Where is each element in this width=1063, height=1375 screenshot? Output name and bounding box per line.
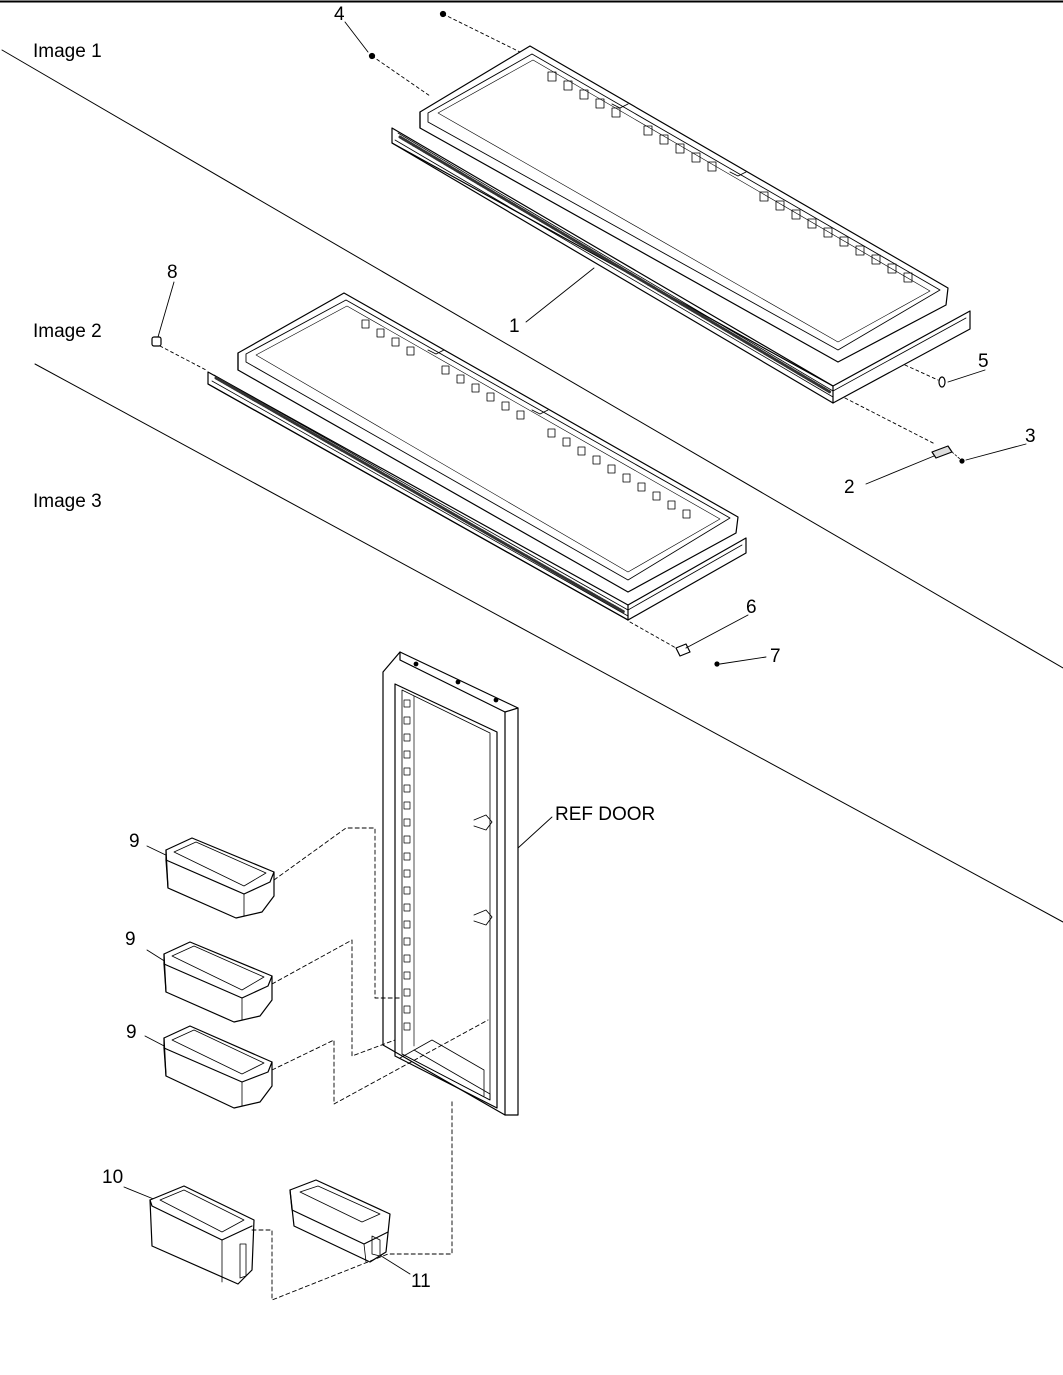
- section-label-image-1: Image 1: [33, 41, 102, 62]
- ref-door-label: REF DOOR: [555, 804, 656, 825]
- callout-3: 3: [1025, 426, 1036, 447]
- shelf-1: [391, 45, 971, 404]
- part-2-bracket: [931, 445, 953, 459]
- callout-8: 8: [167, 262, 178, 283]
- part-7-screw: [714, 661, 720, 667]
- part-3-screw: [959, 458, 965, 464]
- shelf-2: [207, 292, 747, 621]
- callout-2: 2: [844, 477, 855, 498]
- door-bin-10: [149, 1185, 255, 1285]
- section-divider-2: [34, 363, 1063, 923]
- section-divider-1: [1, 49, 1063, 669]
- section-label-image-2: Image 2: [33, 321, 102, 342]
- shelf-2-rail-holes: [361, 319, 691, 519]
- callout-5: 5: [978, 351, 989, 372]
- callout-10: 10: [102, 1167, 124, 1188]
- callout-leaders: [123, 21, 1027, 1275]
- assembly-lines: [251, 827, 489, 1301]
- door-bin-11: [289, 1179, 391, 1263]
- section-label-image-3: Image 3: [33, 491, 102, 512]
- part-8-bumper: [151, 336, 162, 347]
- part-5-pin: [938, 376, 946, 388]
- shelf-1-rail-holes: [547, 71, 913, 283]
- door-bin-9-c: [163, 1025, 273, 1109]
- callout-11: 11: [411, 1271, 431, 1292]
- door-dike-holes: [403, 699, 411, 1031]
- callout-1: 1: [509, 316, 520, 337]
- door-bin-9-b: [163, 941, 273, 1023]
- door-bin-9-a: [165, 837, 275, 919]
- callout-9-a: 9: [129, 831, 140, 852]
- ref-door: [382, 651, 519, 1116]
- callout-9-c: 9: [126, 1022, 137, 1043]
- hardware-parts: [151, 10, 965, 667]
- callout-9-b: 9: [125, 929, 136, 950]
- callout-6: 6: [746, 597, 757, 618]
- callout-7: 7: [770, 646, 781, 667]
- part-6-glide: [675, 643, 691, 657]
- callout-4: 4: [334, 4, 345, 25]
